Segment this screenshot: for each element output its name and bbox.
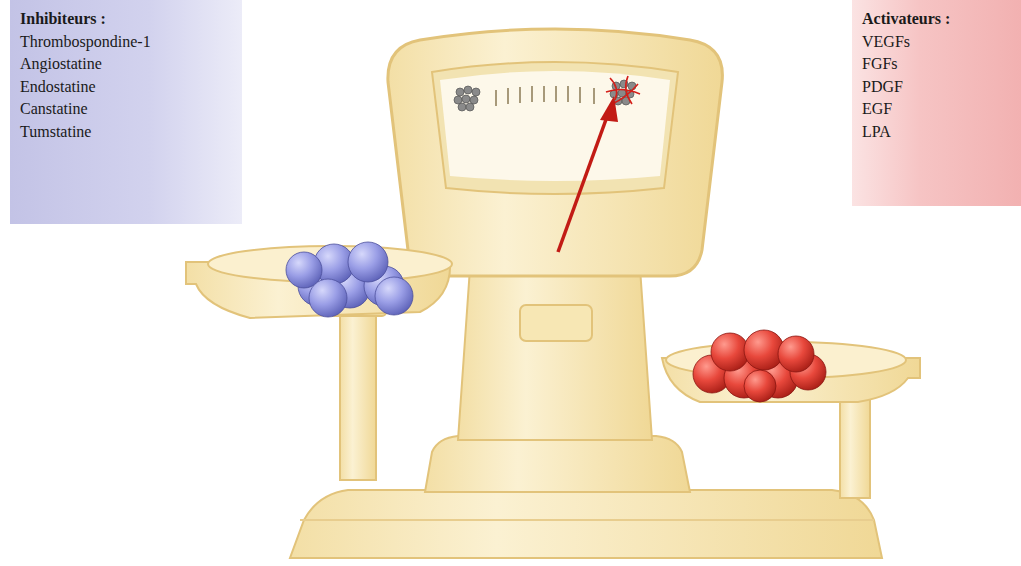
list-item: Angiostatine — [20, 53, 232, 76]
list-heading: Activateurs : — [862, 8, 1011, 31]
list-item: FGFs — [862, 53, 1011, 76]
list-item: Thrombospondine-1 — [20, 31, 232, 54]
dial-inhibitor-icon — [454, 86, 480, 111]
list-item: Canstatine — [20, 98, 232, 121]
scale-head — [388, 29, 723, 276]
base-plate — [290, 490, 882, 558]
list-item: PDGF — [862, 76, 1011, 99]
base-edge — [300, 519, 874, 521]
left-pan — [186, 246, 452, 480]
activator-balls — [693, 330, 826, 402]
activator-list-box: Activateurs :VEGFsFGFsPDGFEGFLPA — [852, 0, 1021, 206]
list-item: Tumstatine — [20, 121, 232, 144]
list-item: LPA — [862, 121, 1011, 144]
list-item: EGF — [862, 98, 1011, 121]
inhibitor-balls — [286, 242, 413, 317]
scale-body — [458, 268, 652, 440]
dial-activator-icon — [606, 76, 640, 105]
list-item: VEGFs — [862, 31, 1011, 54]
dial-face — [440, 71, 670, 181]
base-step — [425, 436, 690, 492]
list-heading: Inhibiteurs : — [20, 8, 232, 31]
dial-ticks — [496, 86, 594, 106]
list-item: Endostatine — [20, 76, 232, 99]
dial-frame — [432, 62, 678, 194]
scale-base — [290, 436, 882, 558]
dial-needle — [558, 96, 618, 252]
inhibitor-list-box: Inhibiteurs :Thrombospondine-1Angiostati… — [10, 0, 242, 224]
body-window — [520, 305, 592, 341]
